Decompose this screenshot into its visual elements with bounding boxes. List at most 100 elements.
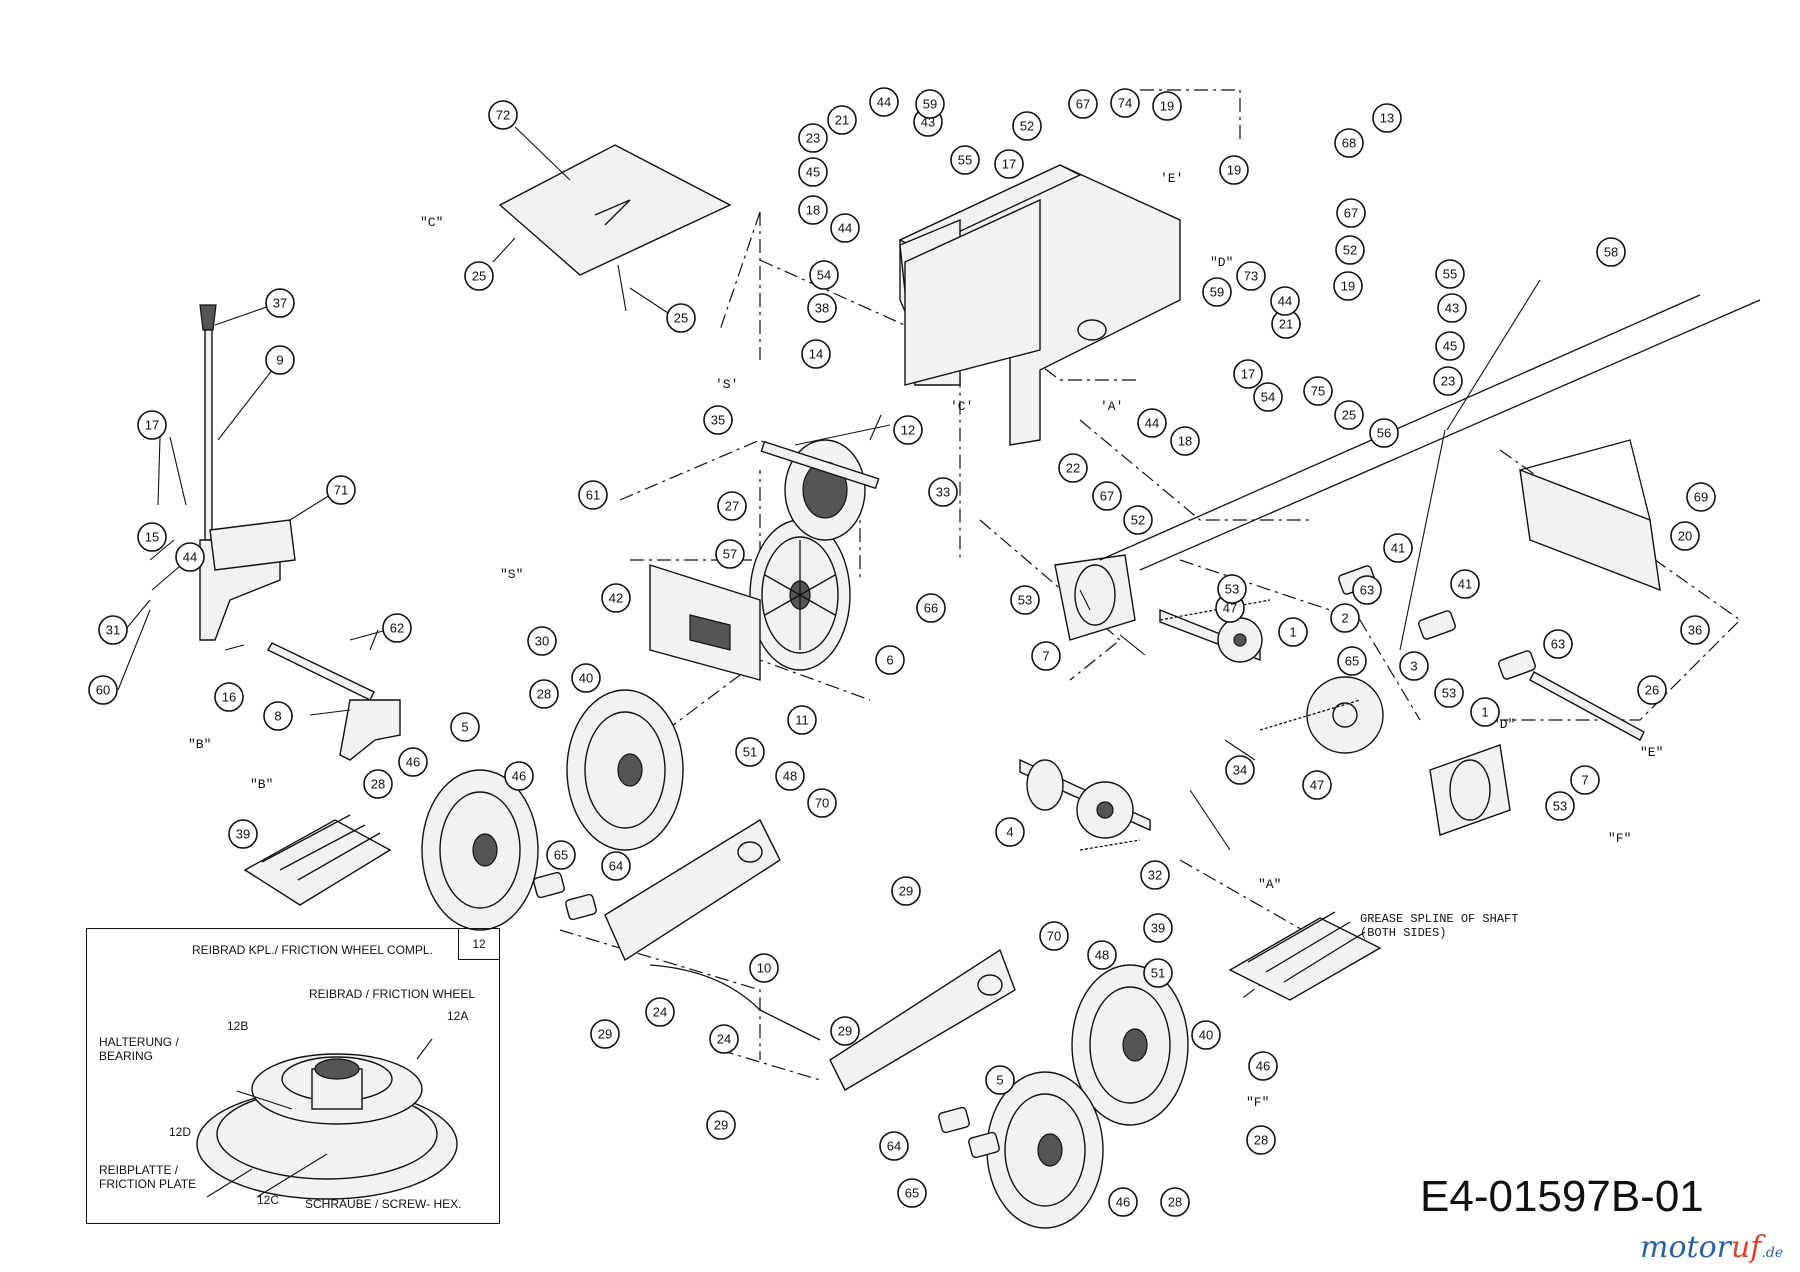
callout-17: 17 bbox=[994, 149, 1024, 179]
callout-number: 37 bbox=[273, 296, 287, 311]
callout-63: 63 bbox=[1352, 575, 1382, 605]
callout-circle bbox=[1191, 1020, 1221, 1050]
callout-number: 53 bbox=[1442, 686, 1456, 701]
callout-68: 68 bbox=[1334, 128, 1364, 158]
ref-b-lower: "B" bbox=[250, 777, 273, 792]
callout-69: 69 bbox=[1686, 482, 1716, 512]
axle-shaft-4 bbox=[1019, 758, 1151, 839]
callout-number: 17 bbox=[145, 418, 159, 433]
inset-title: REIBRAD KPL./ FRICTION WHEEL COMPL. bbox=[192, 943, 433, 957]
callout-63: 63 bbox=[1543, 629, 1573, 659]
callout-75: 75 bbox=[1303, 376, 1333, 406]
callout-number: 24 bbox=[717, 1032, 731, 1047]
callout-number: 29 bbox=[714, 1118, 728, 1133]
track-wheel-right-outer bbox=[986, 1071, 1104, 1229]
callout-number: 6 bbox=[886, 653, 893, 668]
callout-circle bbox=[1545, 791, 1575, 821]
callout-number: 44 bbox=[1278, 294, 1292, 309]
track-cleats-right bbox=[1228, 911, 1382, 1001]
callout-circle bbox=[1253, 382, 1283, 412]
callout-circle bbox=[578, 480, 608, 510]
callout-number: 39 bbox=[1151, 921, 1165, 936]
callout-number: 43 bbox=[1445, 301, 1459, 316]
callout-36: 36 bbox=[1680, 615, 1710, 645]
callout-circle bbox=[326, 475, 356, 505]
callout-circle bbox=[1399, 651, 1429, 681]
callout-23: 23 bbox=[798, 123, 828, 153]
callout-70: 70 bbox=[807, 788, 837, 818]
callout-number: 19 bbox=[1160, 99, 1174, 114]
callout-number: 70 bbox=[815, 796, 829, 811]
callout-number: 65 bbox=[1345, 654, 1359, 669]
callout-circle bbox=[827, 105, 857, 135]
callout-number: 62 bbox=[390, 621, 404, 636]
callout-circle bbox=[916, 593, 946, 623]
callout-5: 5 bbox=[985, 1065, 1015, 1095]
callout-number: 40 bbox=[1199, 1028, 1213, 1043]
callout-circle bbox=[488, 100, 518, 130]
callout-67: 67 bbox=[1336, 198, 1366, 228]
callout-circle bbox=[1686, 482, 1716, 512]
callout-circle bbox=[1334, 128, 1364, 158]
callout-circle bbox=[175, 542, 205, 572]
callout-number: 46 bbox=[512, 769, 526, 784]
callout-circle bbox=[1031, 641, 1061, 671]
callout-71: 71 bbox=[326, 475, 356, 505]
callout-number: 29 bbox=[838, 1024, 852, 1039]
drive-disk bbox=[749, 519, 851, 671]
callout-number: 67 bbox=[1100, 489, 1114, 504]
callout-55: 55 bbox=[1435, 259, 1465, 289]
callout-65: 65 bbox=[546, 840, 576, 870]
ref-e: "E" bbox=[1640, 745, 1663, 760]
callout-25: 25 bbox=[464, 261, 494, 291]
callout-circle bbox=[1433, 366, 1463, 396]
drawing-number: E4-01597B-01 bbox=[1420, 1172, 1704, 1221]
callout-1: 1 bbox=[1278, 617, 1308, 647]
callout-circle bbox=[891, 876, 921, 906]
inset-screw-label: SCHRAUBE / SCREW- HEX. bbox=[305, 1197, 462, 1211]
callout-48: 48 bbox=[1087, 940, 1117, 970]
callout-circle bbox=[1012, 111, 1042, 141]
sprocket-gear-large bbox=[1306, 676, 1384, 754]
callout-circle bbox=[1336, 198, 1366, 228]
callout-circle bbox=[398, 747, 428, 777]
callout-number: 51 bbox=[1151, 966, 1165, 981]
inset-friction-plate-label: REIBPLATTE / FRICTION PLATE bbox=[99, 1163, 197, 1191]
callout-circle bbox=[706, 1110, 736, 1140]
callout-circle bbox=[137, 522, 167, 552]
callout-circle bbox=[928, 477, 958, 507]
callout-40: 40 bbox=[571, 663, 601, 693]
callout-number: 8 bbox=[274, 709, 281, 724]
callout-number: 21 bbox=[835, 113, 849, 128]
drive-chain bbox=[1079, 599, 1361, 851]
callout-circle bbox=[1143, 913, 1173, 943]
callout-circle bbox=[1435, 259, 1465, 289]
callout-number: 12 bbox=[901, 423, 915, 438]
callout-circle bbox=[450, 712, 480, 742]
grease-note: GREASE SPLINE OF SHAFT (BOTH SIDES) bbox=[1360, 912, 1519, 940]
callout-circle bbox=[1352, 575, 1382, 605]
callout-66: 66 bbox=[916, 593, 946, 623]
friction-wheel-inset: REIBRAD KPL./ FRICTION WHEEL COMPL. 12 R… bbox=[86, 928, 500, 1224]
callout-number: 44 bbox=[877, 95, 891, 110]
callout-circle bbox=[897, 1178, 927, 1208]
callout-circle bbox=[787, 705, 817, 735]
callout-46: 46 bbox=[398, 747, 428, 777]
callout-39: 39 bbox=[228, 819, 258, 849]
callout-59: 59 bbox=[915, 89, 945, 119]
callout-number: 9 bbox=[276, 353, 283, 368]
callout-7: 7 bbox=[1570, 765, 1600, 795]
callout-circle bbox=[1670, 521, 1700, 551]
callout-34: 34 bbox=[1225, 755, 1255, 785]
callout-29: 29 bbox=[891, 876, 921, 906]
callout-number: 31 bbox=[106, 623, 120, 638]
callout-13: 13 bbox=[1372, 103, 1402, 133]
callout-number: 32 bbox=[1148, 868, 1162, 883]
callout-number: 45 bbox=[1443, 339, 1457, 354]
callout-28: 28 bbox=[1160, 1187, 1190, 1217]
callout-number: 58 bbox=[1604, 245, 1618, 260]
callout-circle bbox=[214, 682, 244, 712]
callout-circle bbox=[1058, 453, 1088, 483]
callout-number: 69 bbox=[1694, 490, 1708, 505]
